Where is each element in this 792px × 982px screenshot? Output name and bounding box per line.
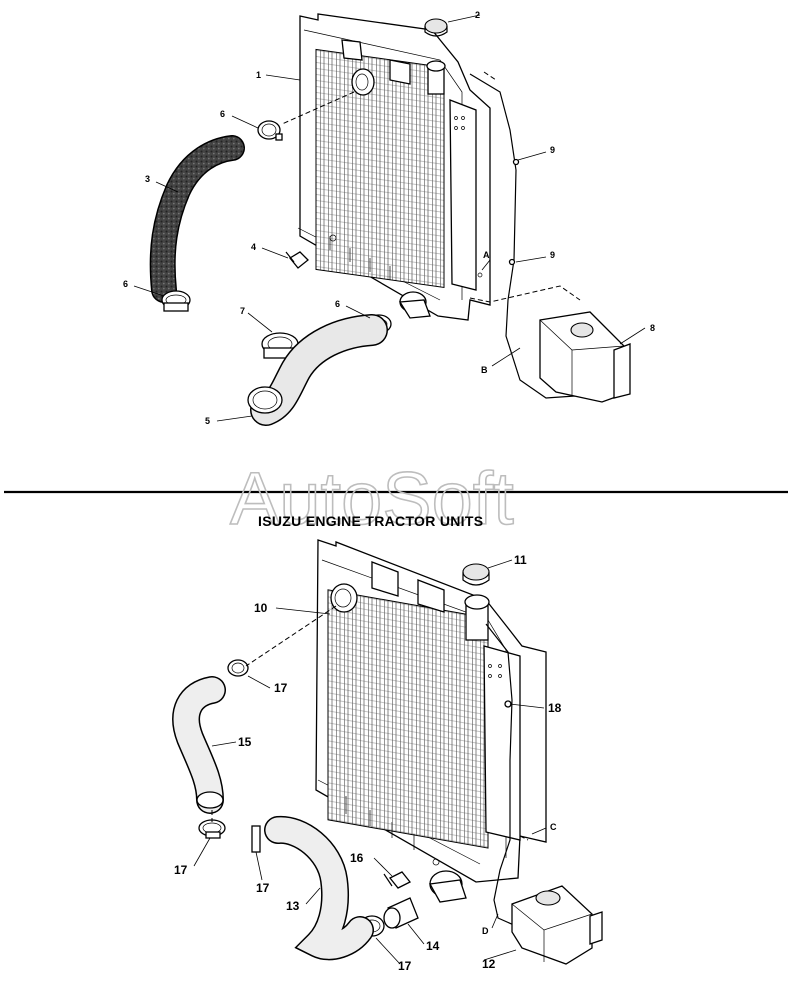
hose-clip: [161, 290, 191, 312]
radiator-core-bottom: [327, 589, 489, 849]
bottom-assembly: 10 11 12 13 14 15 16 17 17 17 17 18 C D: [172, 539, 603, 973]
callout-18: 18: [548, 701, 562, 715]
callout-17a: 17: [274, 681, 288, 695]
callout-15: 15: [238, 735, 252, 749]
callout-6c: 6: [335, 299, 340, 309]
callout-5: 5: [205, 416, 210, 426]
hose-clip: [257, 120, 283, 141]
callout-16: 16: [350, 851, 364, 865]
callout-4: 4: [251, 242, 256, 252]
radiator-cap-bottom: [462, 563, 490, 586]
expansion-tank-bottom: [511, 885, 603, 965]
callout-17c: 17: [256, 881, 270, 895]
callout-17b: 17: [174, 863, 188, 877]
callout-12: 12: [482, 957, 496, 971]
radiator-cap: [424, 18, 448, 37]
callout-9a: 9: [550, 145, 555, 155]
top-assembly: 1 2 3 4 5 6 6 6 7 8 9 9 A B: [123, 10, 655, 426]
callout-2: 2: [475, 10, 480, 20]
callout-8: 8: [650, 323, 655, 333]
radiator-core-top: [315, 48, 445, 288]
radiator-bottom: [315, 539, 547, 903]
drain-tap: [285, 251, 309, 269]
callout-6b: 6: [123, 279, 128, 289]
callout-10: 10: [254, 601, 268, 615]
hose-clip-bottom: [251, 825, 261, 853]
callout-D: D: [482, 926, 489, 936]
hose-connector: [383, 897, 419, 929]
hose-clip-bottom: [227, 659, 249, 677]
callout-B: B: [481, 365, 488, 375]
callout-11: 11: [514, 553, 527, 567]
callout-7: 7: [240, 306, 245, 316]
callout-1: 1: [256, 70, 261, 80]
callout-C: C: [550, 822, 557, 832]
expansion-tank-top: [539, 311, 631, 403]
callout-A: A: [483, 250, 490, 260]
callout-3: 3: [145, 174, 150, 184]
drain-tap-bottom: [383, 871, 412, 889]
hose-clip-bottom: [198, 819, 226, 839]
callout-14: 14: [426, 939, 440, 953]
callout-6a: 6: [220, 109, 225, 119]
callout-17d: 17: [398, 959, 412, 973]
section-title: ISUZU ENGINE TRACTOR UNITS: [258, 513, 483, 529]
watermark: AutoSoft: [230, 457, 514, 540]
callout-9b: 9: [550, 250, 555, 260]
radiator-top: [297, 13, 491, 321]
callout-13: 13: [286, 899, 300, 913]
